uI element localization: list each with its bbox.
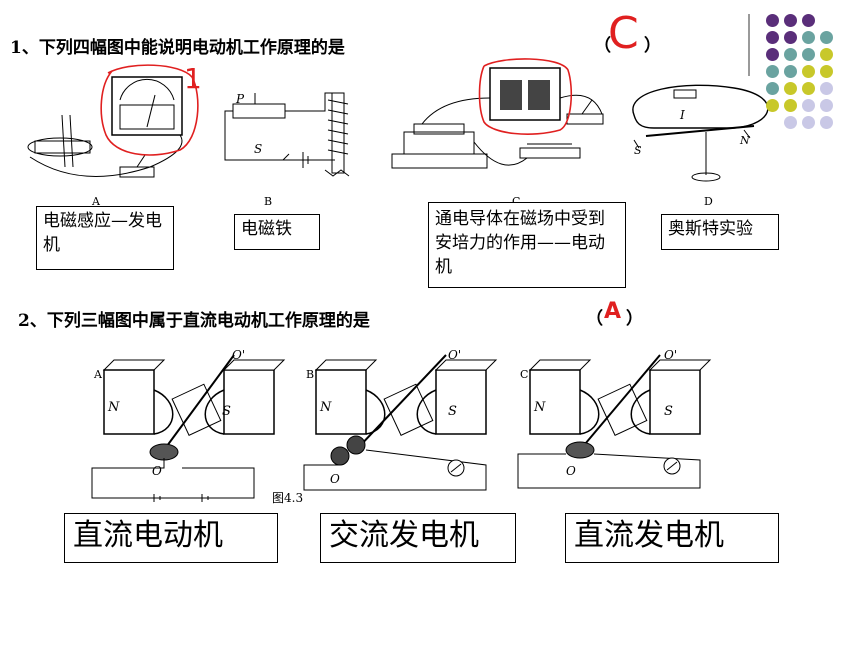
- decor-dot: [784, 31, 797, 44]
- decor-dot: [820, 82, 833, 95]
- figure-2a-label: A: [94, 368, 102, 381]
- decor-dot: [802, 82, 815, 95]
- decor-dot: [766, 31, 779, 44]
- question-2-text: 2、下列三幅图中属于直流电动机工作原理的是: [18, 311, 370, 331]
- decor-dot: [784, 82, 797, 95]
- figure-d-s-letter: S: [634, 144, 642, 157]
- figure-2c-axis-bottom: O: [566, 464, 576, 478]
- decor-dot: [820, 116, 833, 129]
- decor-dot: [784, 116, 797, 129]
- question-2-answer: A: [604, 299, 622, 324]
- figure-2b-pole-s: S: [448, 404, 457, 419]
- figure-2b-axis-bottom: O: [330, 472, 340, 486]
- figure-2c-axis-top: O': [664, 348, 678, 362]
- question-1-answer: C: [608, 8, 639, 59]
- decor-dot: [784, 48, 797, 61]
- figure-c-motor-principle-circuit: [391, 58, 604, 169]
- figure-a-galvanometer-circuit: [27, 64, 199, 178]
- decor-divider-line: [748, 14, 750, 76]
- figure-a-label: A: [92, 195, 100, 208]
- figure-2c-label: C: [520, 368, 529, 381]
- caption-c: 通电导体在磁场中受到安培力的作用——电动机: [428, 202, 626, 288]
- decor-dot: [766, 48, 779, 61]
- figure-2-caption: 图4.3: [272, 491, 304, 505]
- caption-d: 奥斯特实验: [661, 214, 779, 250]
- decor-dot: [820, 65, 833, 78]
- question-2-paren-open: （: [586, 309, 603, 329]
- figure-2b-ac-generator: [303, 354, 498, 491]
- figure-2c-pole-s: S: [664, 404, 673, 419]
- question-1-text: 1、下列四幅图中能说明电动机工作原理的是: [10, 38, 345, 58]
- figure-2a-pole-n: N: [108, 400, 120, 415]
- decor-dot: [766, 82, 779, 95]
- question-1-paren-close: ）: [644, 36, 661, 56]
- decor-dot: [802, 48, 815, 61]
- q2-caption-a: 直流电动机: [64, 513, 278, 563]
- figure-2a-axis-bottom: O: [152, 464, 162, 478]
- handwritten-mark: 1: [184, 62, 202, 95]
- caption-a: 电磁感应—发电机: [36, 206, 174, 270]
- decor-dot: [802, 116, 815, 129]
- question-2-paren-close: ）: [626, 309, 643, 329]
- decor-dot: [784, 65, 797, 78]
- q2-caption-c: 直流发电机: [565, 513, 779, 563]
- figure-2c-dc-generator: [517, 354, 712, 489]
- decor-dot: [820, 99, 833, 112]
- figure-c-label: C: [512, 195, 520, 208]
- figure-b-s-letter: S: [254, 142, 263, 156]
- figure-d-i-letter: I: [680, 108, 685, 122]
- figure-d-label: D: [704, 195, 713, 208]
- figure-b-p-letter: P: [236, 92, 245, 106]
- decor-dot: [766, 14, 779, 27]
- figure-b-label: B: [264, 195, 273, 208]
- figure-2a-dc-motor: [91, 354, 286, 502]
- question-1-paren-open: （: [594, 36, 611, 56]
- figure-2b-axis-top: O': [448, 348, 462, 362]
- decor-dot: [802, 65, 815, 78]
- figure-d-oersted-experiment: [632, 84, 769, 182]
- decor-dot: [784, 14, 797, 27]
- decor-dot: [802, 99, 815, 112]
- figure-d-n-letter: N: [740, 134, 750, 147]
- decor-dot: [802, 31, 815, 44]
- decor-dot: [820, 48, 833, 61]
- figure-2a-axis-top: O': [232, 348, 246, 362]
- caption-b: 电磁铁: [234, 214, 320, 250]
- decor-dot: [766, 99, 779, 112]
- figure-2a-pole-s: S: [222, 404, 231, 419]
- decor-dot: [766, 65, 779, 78]
- figure-b-electromagnet-circuit: [224, 92, 350, 177]
- decor-dot: [820, 31, 833, 44]
- figure-2b-label: B: [306, 368, 315, 381]
- q2-caption-b: 交流发电机: [320, 513, 516, 563]
- decor-dot: [784, 99, 797, 112]
- figure-2b-pole-n: N: [320, 400, 332, 415]
- decor-dot: [802, 14, 815, 27]
- figure-2c-pole-n: N: [534, 400, 546, 415]
